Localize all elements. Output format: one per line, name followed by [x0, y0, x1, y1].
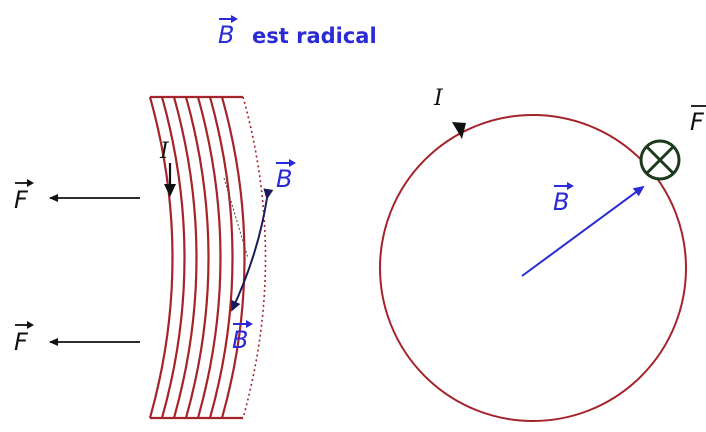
left-current-label: I	[159, 139, 170, 164]
field-arrow-left	[231, 188, 274, 312]
field-label-top: B	[276, 165, 292, 193]
coil-turn	[196, 96, 222, 419]
title-field-symbol: B	[218, 21, 234, 49]
ring-force-label: F	[690, 108, 705, 136]
title-text: est radical	[252, 24, 377, 48]
coil-front-view: I B F	[379, 86, 706, 422]
coil-turn	[160, 96, 186, 419]
coil-turn	[148, 96, 174, 419]
ring-field-label: B	[553, 188, 569, 216]
coil-dotted-edge	[242, 96, 267, 419]
coil-side-view	[148, 95, 267, 420]
left-field-vectors: B B	[223, 159, 296, 354]
coil-turns	[148, 96, 246, 419]
left-force-top: F	[14, 179, 140, 214]
title: B est radical	[218, 15, 377, 49]
force-label-bottom: F	[14, 328, 29, 356]
force-into-page-icon	[639, 139, 681, 181]
ring-field-arrow	[521, 185, 645, 277]
coil-turn	[172, 96, 198, 419]
left-force-bottom: F	[14, 321, 140, 356]
force-label-top: F	[14, 186, 29, 214]
field-label-bottom: B	[232, 326, 248, 354]
ring-current-arrow	[452, 122, 466, 139]
ring-current-label: I	[433, 86, 444, 111]
left-current: I	[159, 139, 176, 197]
coil-turn	[184, 96, 210, 419]
coil-ring	[379, 114, 687, 422]
